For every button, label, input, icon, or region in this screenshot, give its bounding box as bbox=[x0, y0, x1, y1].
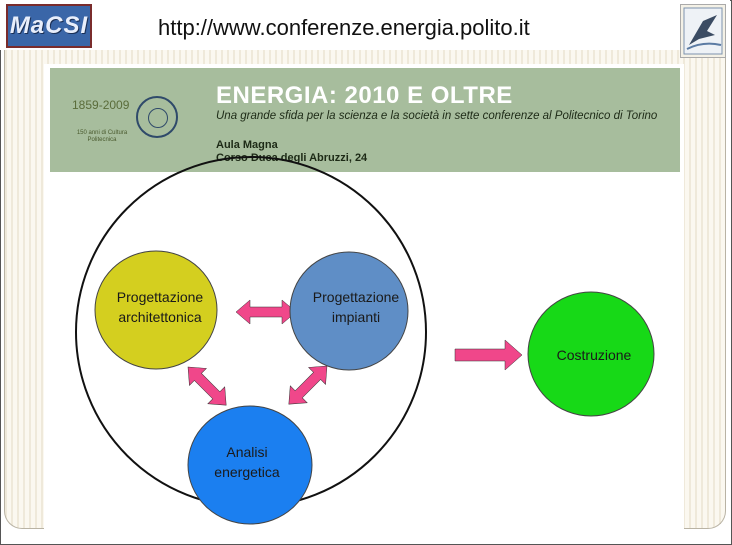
banner-years-sub: 150 anni di Cultura Politecnica bbox=[76, 130, 128, 143]
node-arch-label-2: architettonica bbox=[118, 309, 201, 325]
node-costruzione bbox=[527, 291, 655, 417]
node-cos-label: Costruzione bbox=[557, 347, 632, 363]
macsi-logo: MaCSI bbox=[6, 4, 92, 48]
arrow-impianti-analisi bbox=[288, 365, 328, 405]
polito-seal-icon bbox=[136, 96, 178, 138]
macsi-logo-text: MaCSI bbox=[9, 12, 89, 39]
banner-place-1: Aula Magna bbox=[216, 139, 278, 151]
banner-place-2: Corso Duca degli Abruzzi, 24 bbox=[216, 152, 368, 164]
bird-logo-icon bbox=[680, 4, 726, 58]
node-imp-label-1: Progettazione bbox=[313, 289, 400, 305]
node-imp-label-2: impianti bbox=[332, 309, 380, 325]
node-arch-label-1: Progettazione bbox=[117, 289, 204, 305]
slide: 1859-2009 150 anni di Cultura Politecnic… bbox=[44, 64, 684, 531]
conference-banner: 1859-2009 150 anni di Cultura Politecnic… bbox=[50, 68, 680, 172]
node-progettazione-architettonica bbox=[94, 250, 218, 370]
node-progettazione-impianti bbox=[289, 251, 409, 371]
banner-years: 1859-2009 bbox=[72, 98, 130, 112]
node-ana-label-2: energetica bbox=[214, 464, 280, 480]
banner-title: ENERGIA: 2010 E OLTRE bbox=[216, 82, 513, 109]
banner-subtitle: Una grande sfida per la scienza e la soc… bbox=[216, 110, 658, 122]
arrow-to-costruzione bbox=[454, 339, 523, 371]
process-diagram: Progettazione architettonica Progettazio… bbox=[75, 156, 655, 525]
arrow-arch-impianti bbox=[235, 299, 297, 325]
arrow-arch-analisi bbox=[187, 366, 227, 406]
header-url: http://www.conferenze.energia.polito.it bbox=[158, 15, 530, 40]
node-analisi-energetica bbox=[187, 405, 313, 525]
header: MaCSI http://www.conferenze.energia.poli… bbox=[0, 0, 730, 58]
node-ana-label-1: Analisi bbox=[226, 444, 267, 460]
